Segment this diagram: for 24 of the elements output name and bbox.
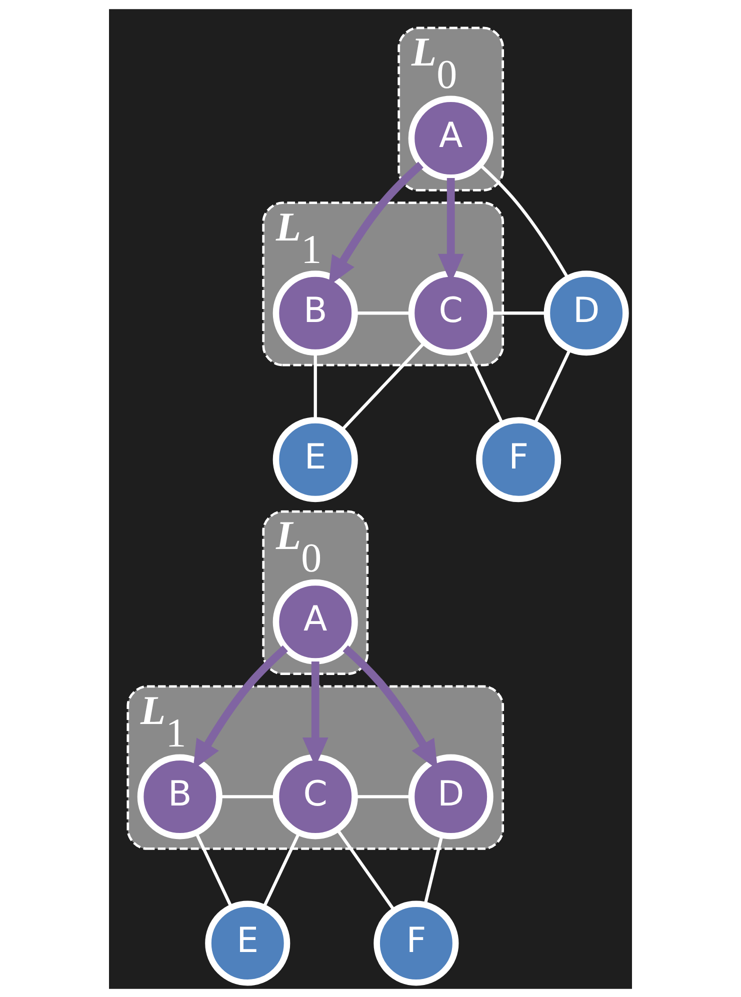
node-circle: E: [205, 900, 290, 986]
node-circle: C: [272, 754, 358, 839]
connector: [478, 163, 570, 279]
connector: [355, 794, 412, 798]
node-circle: C: [408, 270, 494, 356]
node-circle: D: [544, 270, 629, 356]
connector: [220, 794, 276, 798]
node-circle: E: [272, 416, 358, 502]
connector: [533, 348, 572, 424]
connector: [262, 832, 300, 908]
node-circle: A: [272, 578, 358, 664]
connector: [194, 832, 233, 908]
connector: [314, 352, 317, 420]
connector: [336, 828, 396, 911]
connector: [355, 311, 412, 314]
node-circle: F: [374, 900, 459, 986]
node-circle: F: [476, 416, 562, 502]
node-circle: B: [137, 754, 222, 839]
node-circle: A: [408, 95, 494, 180]
node-circle: D: [408, 754, 494, 839]
connector: [490, 311, 547, 314]
connector: [466, 348, 504, 424]
connector: [340, 341, 426, 430]
node-circle: B: [272, 270, 358, 356]
